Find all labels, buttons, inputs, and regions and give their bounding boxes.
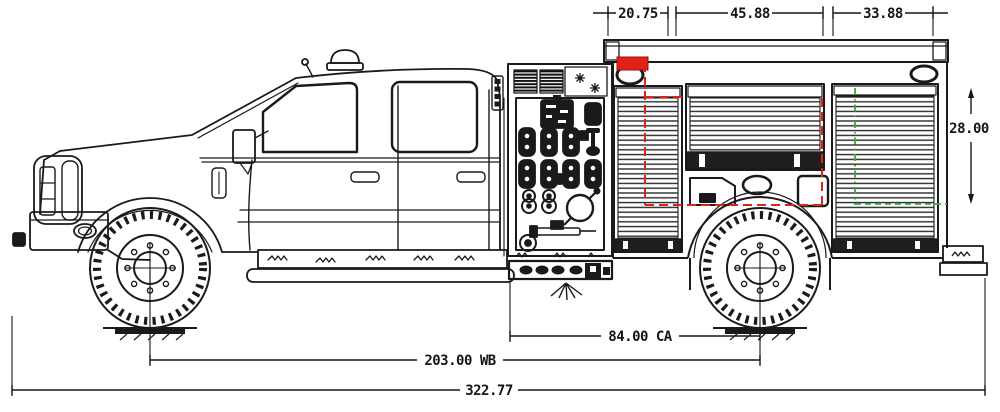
- intake-nub-cap: [593, 187, 601, 195]
- dimension-label-rear-compartment-width: 33.88: [863, 6, 903, 22]
- panel-switch-box: [584, 102, 602, 126]
- pump-light-box: [564, 66, 608, 97]
- arrow-down-icon: [968, 194, 974, 204]
- beacon-base: [326, 62, 364, 71]
- mirror-lower-bracket: [239, 162, 253, 175]
- front-door-edge: [247, 159, 253, 251]
- pump-intake: [565, 193, 595, 223]
- compartment-2-rollup-door: [685, 83, 825, 171]
- cab-rear-light-leds: [494, 79, 501, 107]
- cluster-readouts: [546, 105, 568, 123]
- fuel-fill-ring: [741, 174, 773, 196]
- antenna: [305, 63, 314, 78]
- rear-wheel-arch: [687, 196, 833, 259]
- drain-valve-2: [541, 189, 557, 214]
- compartment-3-rollup-door: [831, 83, 939, 253]
- oal-dim-ticks: [11, 385, 986, 395]
- scene-light-symbol-2: [590, 83, 600, 93]
- antenna-tip: [301, 58, 309, 66]
- ca-dim-ticks: [509, 331, 761, 341]
- dimension-label-cab-to-axle: 84.00 CA: [608, 329, 673, 345]
- front-door-handle: [350, 171, 380, 183]
- scene-light-symbol-1: [575, 73, 585, 83]
- drain-valve-1: [521, 189, 537, 214]
- rear-tire-tread: [703, 211, 817, 325]
- discharge-caps: [519, 263, 610, 278]
- dimension-label-forward-compartment-width: 45.88: [730, 6, 770, 22]
- cab-outline: [59, 68, 501, 251]
- panel-gauge: [519, 234, 537, 252]
- spray-symbol: [550, 282, 583, 301]
- red-annotation: [616, 56, 823, 206]
- ground-pads: [103, 327, 807, 341]
- panel-placard: [552, 173, 564, 185]
- front-face: [39, 150, 61, 215]
- discharge-tray: [507, 259, 614, 281]
- pump-control-cluster: [540, 99, 574, 129]
- beacon-light: [330, 49, 360, 64]
- fitting-window: [590, 266, 596, 272]
- rail-end-cap-right: [932, 41, 947, 61]
- wb-dim-ticks: [149, 355, 761, 365]
- brush-guard-inner-loop: [61, 160, 79, 221]
- bumper-lower-valance: [107, 249, 151, 261]
- red-highlight-box: [616, 56, 649, 71]
- front-tire-tread: [93, 211, 207, 325]
- rear-step-lower: [939, 262, 988, 276]
- dimension-label-wheelbase: 203.00 WB: [424, 353, 495, 369]
- rear-step-tread: [951, 251, 971, 257]
- fog-light: [73, 223, 97, 239]
- front-door-window: [261, 81, 359, 154]
- pump-vent-louver-1: [513, 69, 538, 94]
- windshield-inner-line: [197, 82, 299, 139]
- valve-handles-row-1: [518, 127, 589, 157]
- compartment-1-rollup-door: [613, 85, 683, 253]
- dimension-label-compartment-height: 28.00: [949, 121, 989, 137]
- front-fender-arch: [77, 197, 223, 253]
- t-handle-control: [586, 128, 600, 156]
- side-mirror: [232, 129, 256, 164]
- panel-edge-tread-marks: [515, 252, 595, 258]
- arrow-up-icon: [968, 88, 974, 98]
- cluster-stem: [553, 95, 561, 101]
- headlight: [39, 166, 56, 216]
- top-dim-ticks: [607, 7, 934, 19]
- fender-vent: [211, 167, 227, 199]
- tool-bracket: [689, 177, 736, 206]
- body-top-rail: [603, 39, 949, 63]
- dimension-label-pump-module-width: 20.75: [618, 6, 658, 22]
- dimension-label-overall-length: 322.77: [465, 383, 513, 399]
- rear-door-window: [390, 80, 479, 154]
- pump-module: [507, 63, 614, 301]
- front-bumper: [29, 211, 109, 251]
- tube-knob: [550, 220, 564, 230]
- green-annotation: [854, 88, 947, 205]
- tow-hook: [12, 232, 26, 247]
- rear-door-handle: [456, 171, 486, 183]
- rail-end-cap-left: [605, 41, 620, 61]
- cab-rear-light-strip: [491, 75, 504, 111]
- dimensions-top: 20.75 45.88 33.88: [593, 5, 948, 36]
- gauge-center: [524, 239, 532, 247]
- access-box: [796, 174, 830, 208]
- intake-nub-bottom: [563, 217, 572, 226]
- rocker-panel: [257, 249, 508, 269]
- dimensions-bottom: 84.00 CA 203.00 WB 322.77: [11, 268, 986, 399]
- front-fender-liner: [87, 209, 213, 253]
- red-dashed-region: [644, 63, 823, 206]
- running-board: [246, 268, 515, 283]
- marker-light-rear: [909, 64, 939, 84]
- rocker-tread-marks: [267, 255, 475, 263]
- pump-vent-louver-2: [539, 69, 564, 94]
- brush-guard: [33, 155, 83, 225]
- rear-step-upper: [942, 245, 984, 263]
- top-extension-lines: [607, 6, 934, 36]
- dimension-right: 28.00: [949, 88, 989, 204]
- rescue-body: [603, 39, 988, 290]
- truck-cab: [12, 49, 515, 283]
- mirror-arm: [254, 130, 269, 139]
- rear-wheel-arch-inner: [693, 191, 827, 259]
- tool-bracket-handle: [699, 193, 716, 203]
